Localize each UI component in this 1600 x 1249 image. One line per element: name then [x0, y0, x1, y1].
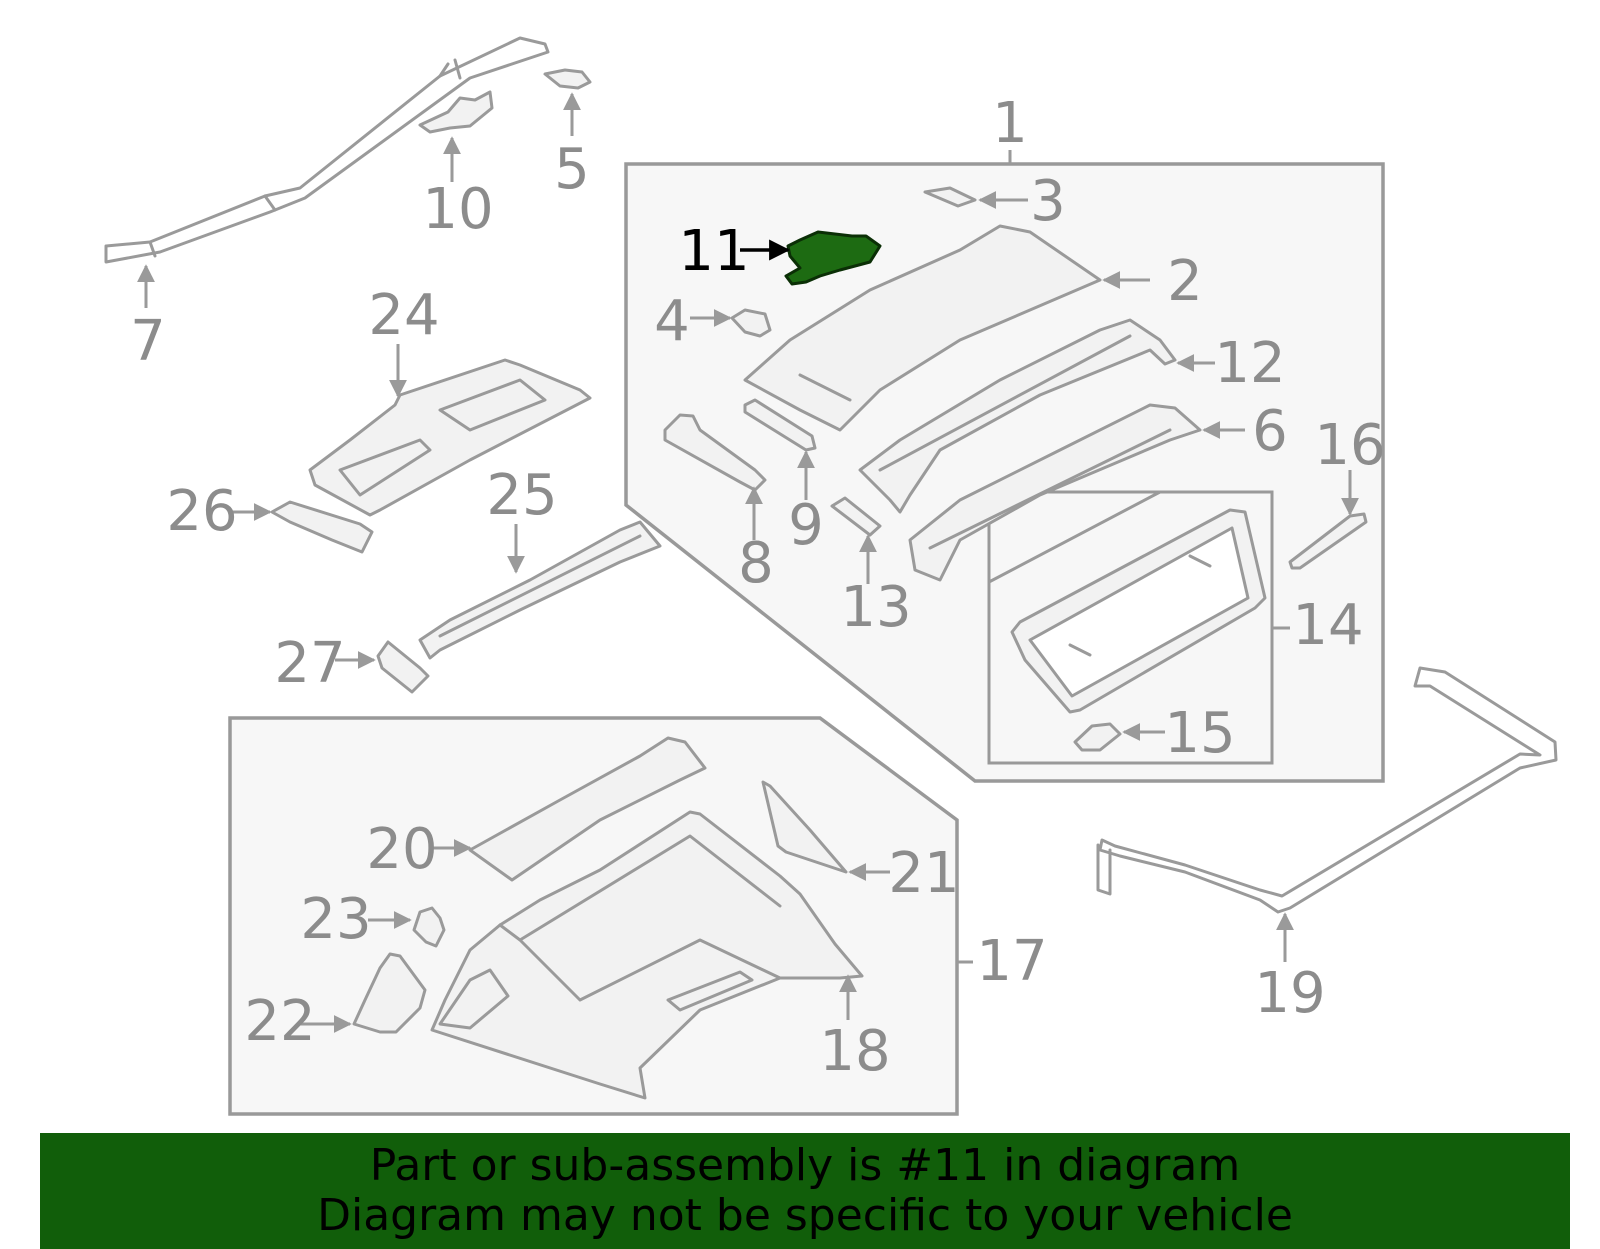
- callout-14: 14: [1292, 593, 1363, 658]
- part-24-rear-panel: [308, 344, 592, 517]
- callout-26: 26: [166, 479, 237, 544]
- callout-18: 18: [819, 1019, 890, 1084]
- part-3-clip: [923, 186, 1028, 209]
- callout-1: 1: [992, 91, 1028, 156]
- part-20-trim-panel: [430, 736, 707, 882]
- part-22-trim: [300, 952, 427, 1034]
- part-8-side-rail: [663, 413, 767, 540]
- part-13-bracket: [830, 496, 882, 584]
- callout-5: 5: [554, 137, 590, 202]
- part-26-bracket: [230, 500, 374, 554]
- part-23-clip: [368, 906, 446, 948]
- part-12-roof-frame: [858, 318, 1215, 514]
- callout-16: 16: [1314, 413, 1385, 478]
- part-10-bracket: [418, 90, 494, 182]
- part-4-clip: [690, 308, 772, 338]
- callout-4: 4: [654, 289, 690, 354]
- callout-6: 6: [1252, 399, 1288, 464]
- part-9-seal: [743, 398, 817, 500]
- callout-9: 9: [788, 493, 824, 558]
- callout-15: 15: [1164, 701, 1235, 766]
- callout-10: 10: [422, 177, 493, 242]
- banner-line-2: Diagram may not be specific to your vehi…: [317, 1190, 1293, 1241]
- callout-23: 23: [300, 887, 371, 952]
- callout-24: 24: [368, 283, 439, 348]
- callout-19: 19: [1254, 961, 1325, 1026]
- banner-line-1: Part or sub-assembly is #11 in diagram: [369, 1140, 1241, 1191]
- callout-22: 22: [244, 989, 315, 1054]
- part-11-highlighted: [740, 230, 882, 286]
- callout-7: 7: [130, 309, 166, 374]
- callout-11-highlighted: 11: [678, 219, 749, 284]
- part-7-roof-rail: [104, 36, 550, 308]
- info-banner: Part or sub-assembly is #11 in diagram D…: [40, 1133, 1570, 1249]
- part-14-rear-window: [1010, 508, 1267, 714]
- part-25-cross-member: [418, 520, 662, 660]
- callout-3: 3: [1030, 169, 1066, 234]
- callout-2: 2: [1167, 249, 1203, 314]
- part-6-roof-bow: [908, 403, 1245, 582]
- part-2-roof-panel: [743, 224, 1150, 432]
- part-19-weatherstrip: [1096, 666, 1558, 962]
- callout-21: 21: [888, 841, 959, 906]
- callout-8: 8: [738, 531, 774, 596]
- callout-27: 27: [274, 631, 345, 696]
- part-16-strip: [1288, 470, 1368, 570]
- part-15-clip: [1073, 722, 1165, 752]
- part-21-trim: [761, 780, 890, 881]
- part-18-storage-tub: [430, 810, 864, 1100]
- parts-diagram: 1 2 3 4 5 6 7 8 9 10 11 12 13 14 15 16 1…: [104, 36, 1558, 1116]
- part-27-bracket: [335, 640, 430, 694]
- callout-20: 20: [366, 817, 437, 882]
- callout-17: 17: [976, 929, 1047, 994]
- callout-25: 25: [486, 463, 557, 528]
- part-5-clip: [543, 68, 592, 136]
- callout-12: 12: [1214, 331, 1285, 396]
- callout-13: 13: [840, 575, 911, 640]
